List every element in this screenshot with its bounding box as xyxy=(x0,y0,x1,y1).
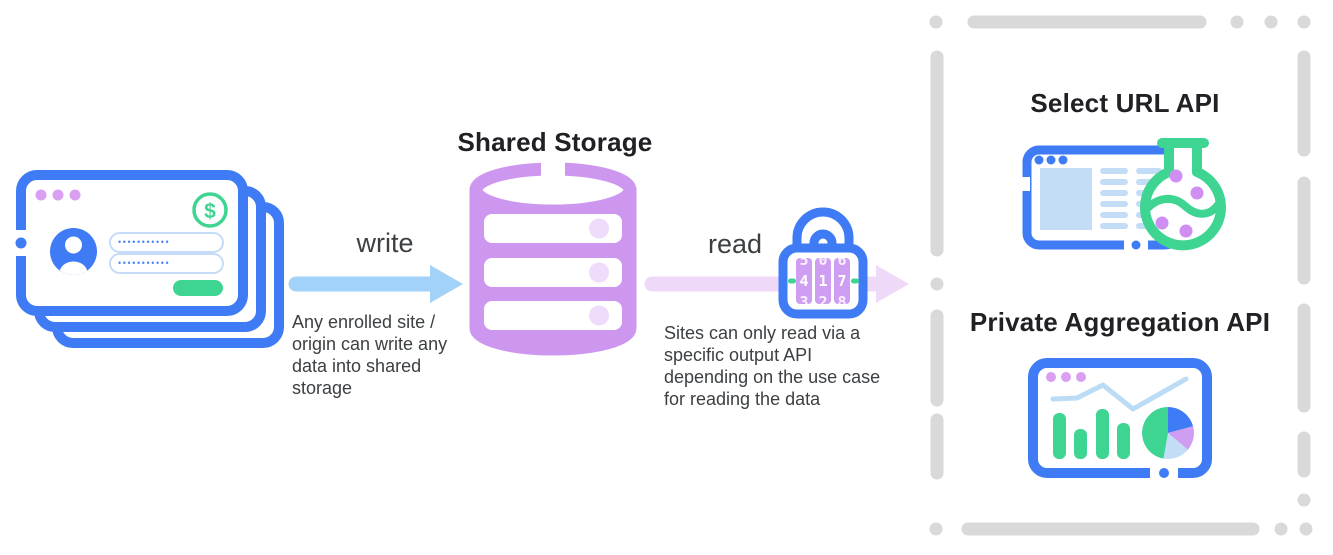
login-sites-stack-icon: $ xyxy=(12,170,284,348)
dollar-icon: $ xyxy=(192,192,228,228)
roller-digit: 4 xyxy=(799,271,809,290)
roller-digit-above: 5 xyxy=(799,258,809,269)
dollar-glyph: $ xyxy=(204,200,216,223)
window-dots-icon xyxy=(35,189,81,201)
lock-dash-right xyxy=(851,278,859,284)
bar-chart xyxy=(1053,409,1130,459)
analytics-dashboard-icon xyxy=(1028,358,1212,482)
database-icon xyxy=(469,159,637,356)
write-label: write xyxy=(356,228,414,258)
pie-chart xyxy=(1142,407,1194,459)
submit-button[interactable] xyxy=(173,280,223,296)
write-arrow xyxy=(288,265,463,303)
password-value-2: ••••••••••• xyxy=(118,258,171,268)
roller-digit: 1 xyxy=(818,271,828,290)
content-block xyxy=(1040,168,1092,230)
read-label: read xyxy=(707,229,763,259)
shared-storage-title: Shared Storage xyxy=(457,127,653,157)
roller-digit-below: 3 xyxy=(799,292,809,305)
window-dots-icon xyxy=(1046,372,1086,382)
password-field-2[interactable] xyxy=(109,253,224,274)
roller-digit-below: 8 xyxy=(837,292,847,305)
lock-dash-left xyxy=(788,278,796,284)
card-border-dot xyxy=(15,237,27,249)
read-caption: Sites can only read via a specific outpu… xyxy=(664,323,881,409)
lock-roller-2[interactable]: 0 1 2 xyxy=(815,258,831,304)
browser-border-gap xyxy=(1016,177,1030,191)
avatar-icon xyxy=(50,228,97,275)
roller-digit: 7 xyxy=(837,271,847,290)
window-dots-icon xyxy=(1034,155,1068,165)
lock-roller-1[interactable]: 5 4 3 xyxy=(796,258,812,304)
flask-bubbles xyxy=(1155,169,1204,238)
flask-icon xyxy=(1140,138,1226,251)
password-value-1: ••••••••••• xyxy=(118,237,171,247)
write-caption: Any enrolled site / origin can write any… xyxy=(292,312,448,398)
output-apis-dashed-frame xyxy=(929,15,1313,536)
lock-digit-rollers: 5 4 3 0 1 2 6 7 8 xyxy=(796,258,850,304)
cylinder-top-gap xyxy=(541,159,565,176)
roller-digit-below: 2 xyxy=(818,292,828,305)
private-aggregation-api-title: Private Aggregation API xyxy=(969,307,1271,337)
flask-liquid-wave xyxy=(1142,195,1224,218)
password-field-1[interactable] xyxy=(109,232,224,253)
roller-digit-above: 0 xyxy=(818,258,828,269)
roller-digit-above: 6 xyxy=(837,258,847,269)
select-url-api-title: Select URL API xyxy=(1030,88,1220,118)
lock-roller-3[interactable]: 6 7 8 xyxy=(834,258,850,304)
line-chart xyxy=(1050,376,1189,412)
